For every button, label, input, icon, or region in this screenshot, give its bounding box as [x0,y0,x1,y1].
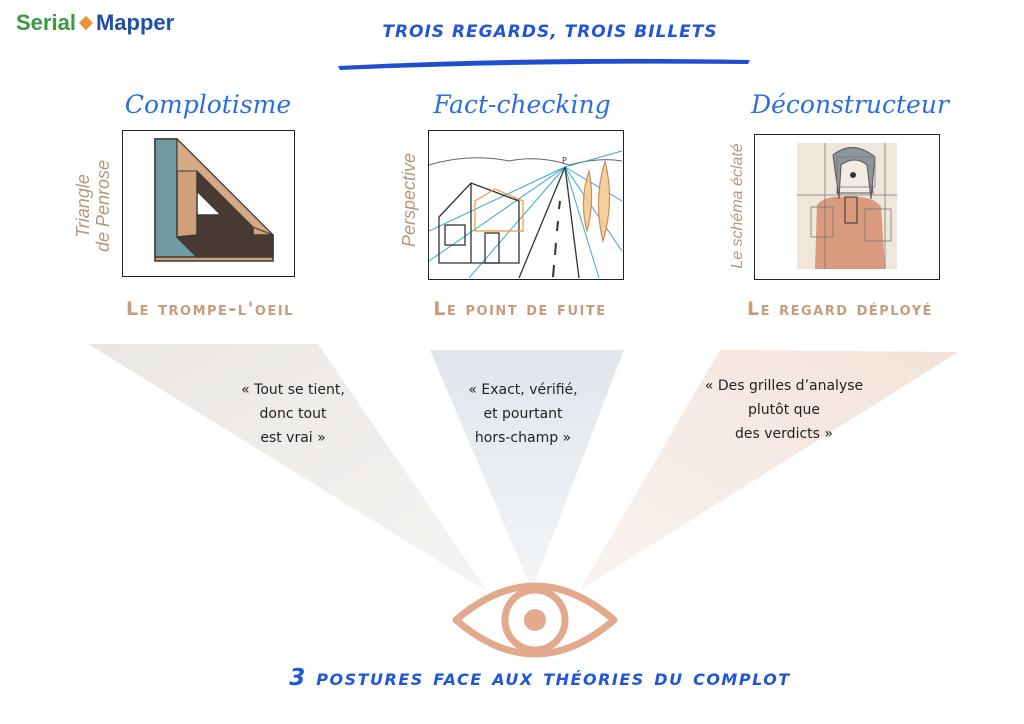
vertical-label-line1: Le schéma éclaté [729,143,746,269]
quote-deconstructeur: « Des grilles d’analyse plutôt que des v… [684,374,884,446]
svg-text:P: P [562,156,567,165]
quote-line: « Tout se tient, [241,382,345,398]
heading-deconstructeur: Déconstructeur [751,90,949,119]
vertical-label-penrose: Triangle de Penrose [73,141,113,271]
quote-fact-checking: « Exact, vérifié, et pourtant hors-champ… [438,378,608,450]
quote-line: hors-champ » [474,430,572,446]
vertical-label-line1: Triangle [73,174,93,238]
beam-right [580,350,958,590]
heading-complotisme: Complotisme [124,90,292,119]
page-title: TROIS REGARDS, TROIS BILLETS [382,22,718,42]
subheading-regard-deploye: Le regard déployé [746,298,934,320]
quote-line: des verdicts » [735,426,833,442]
beam-center [430,350,624,590]
logo-diamond-icon [78,15,94,31]
quote-line: « Exact, vérifié, [468,382,578,398]
quote-line: donc tout [259,406,327,422]
perspective-drawing-icon: P [428,150,623,279]
footer-title: 3 postures face aux théories du complot [289,665,791,691]
quote-line: « Des grilles d’analyse [704,378,864,394]
subheading-point-de-fuite: Le point de fuite [433,298,607,320]
quote-complotisme: « Tout se tient, donc tout est vrai » [208,378,378,450]
logo-text-serial: Serial [16,10,76,35]
exploded-diagram-icon [797,143,897,269]
quote-line: plutôt que [747,402,821,418]
penrose-triangle-image [122,130,295,277]
eye-icon [452,582,618,658]
perspective-image: P [428,130,624,280]
penrose-triangle-icon [154,137,274,262]
serial-mapper-logo[interactable]: Serial Mapper [16,10,174,36]
beam-left [88,344,488,592]
subheading-trompe-loeil: Le trompe-l'oeil [126,298,294,320]
quote-line: et pourtant [483,406,563,422]
title-underline-stroke [338,58,750,70]
schema-eclate-image [754,134,940,280]
heading-fact-checking: Fact-checking [433,90,611,119]
vertical-label-line2: de Penrose [93,159,113,253]
quote-line: est vrai » [260,430,326,446]
logo-text-mapper: Mapper [95,10,175,35]
vertical-label-line1: Perspective [399,152,419,248]
vertical-label-perspective: Perspective [399,135,419,265]
vertical-label-schema-eclate: Le schéma éclaté [728,116,748,296]
